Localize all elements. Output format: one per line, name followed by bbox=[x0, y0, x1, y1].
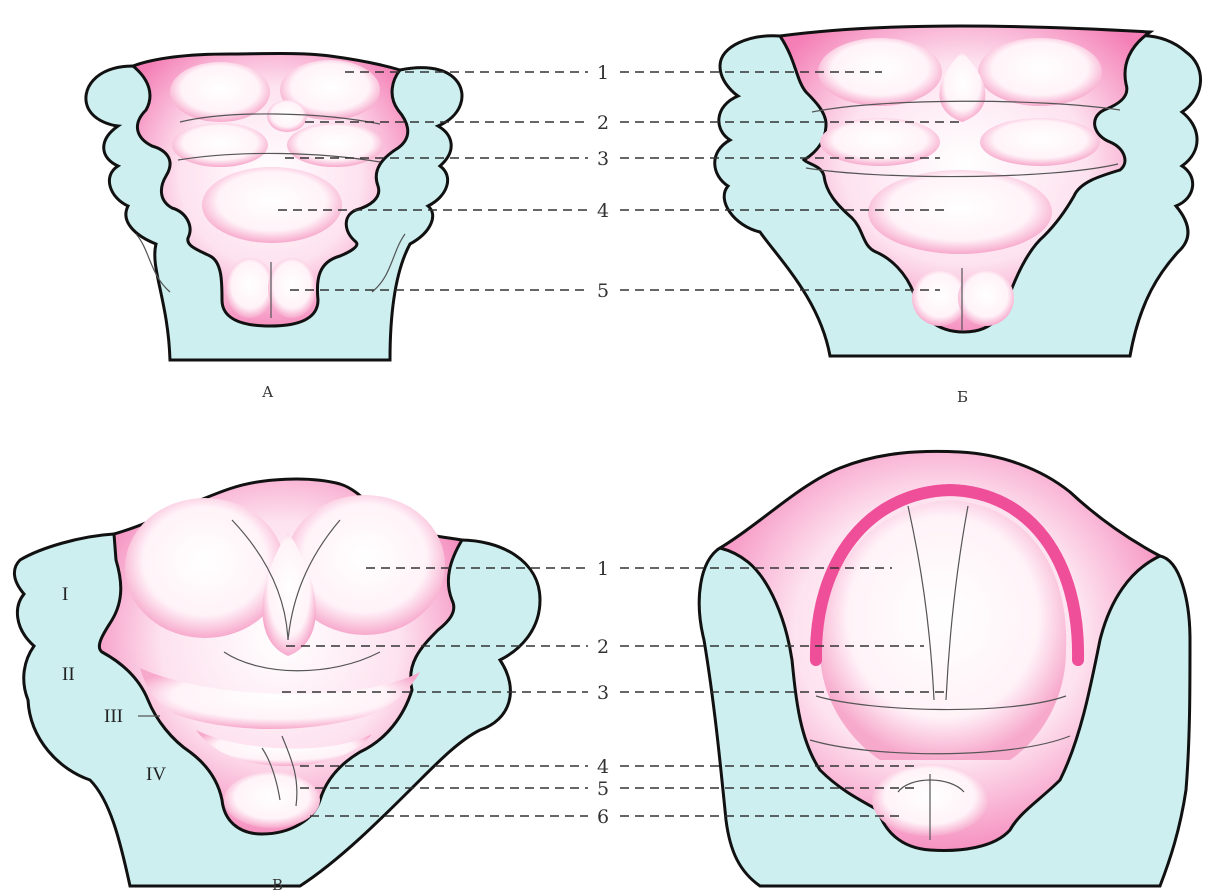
panel-b-caption: Б bbox=[957, 388, 968, 406]
top-label-3: 3 bbox=[597, 148, 609, 170]
panel-v-roman-3: III bbox=[104, 706, 123, 727]
bottom-label-6: 6 bbox=[597, 806, 609, 828]
panel-a-lobe-4 bbox=[202, 167, 342, 243]
bottom-label-4: 4 bbox=[597, 756, 609, 778]
panel-v-roman-2: II bbox=[62, 664, 75, 685]
panel-v-caption: В bbox=[272, 876, 283, 893]
top-label-5: 5 bbox=[597, 280, 609, 302]
panel-v-roman-1: I bbox=[62, 584, 68, 605]
panel-v-roman-4: IV bbox=[146, 764, 166, 785]
panel-b-lobe-right-1 bbox=[978, 38, 1102, 106]
top-label-4: 4 bbox=[597, 200, 609, 222]
panel-v-lobe-left-1 bbox=[125, 498, 285, 638]
panel-g bbox=[699, 451, 1190, 886]
bottom-label-3: 3 bbox=[597, 682, 609, 704]
panel-a-lobe-left-3 bbox=[172, 123, 268, 167]
panel-b: Б bbox=[715, 26, 1201, 406]
panel-a-caption: А bbox=[262, 383, 274, 401]
top-label-2: 2 bbox=[597, 112, 609, 134]
top-label-1: 1 bbox=[597, 62, 609, 84]
panel-v: I II III IV В bbox=[14, 479, 540, 893]
panel-a-lobe-center-2 bbox=[267, 100, 307, 132]
bottom-label-1: 1 bbox=[597, 558, 609, 580]
panel-a-lobe-5-right bbox=[268, 258, 316, 318]
panel-b-lobe-4 bbox=[868, 170, 1052, 254]
panel-b-lobe-5-right bbox=[958, 270, 1014, 326]
panel-b-lobe-right-3 bbox=[980, 118, 1100, 166]
panel-a-lobe-5-left bbox=[226, 258, 274, 318]
panel-a: А bbox=[86, 54, 462, 402]
panel-v-lobe-5 bbox=[224, 772, 320, 828]
bottom-label-5: 5 bbox=[597, 778, 609, 800]
panel-a-lobe-left-1 bbox=[170, 62, 270, 122]
panel-b-lobe-left-3 bbox=[820, 118, 940, 166]
bottom-label-2: 2 bbox=[597, 636, 609, 658]
